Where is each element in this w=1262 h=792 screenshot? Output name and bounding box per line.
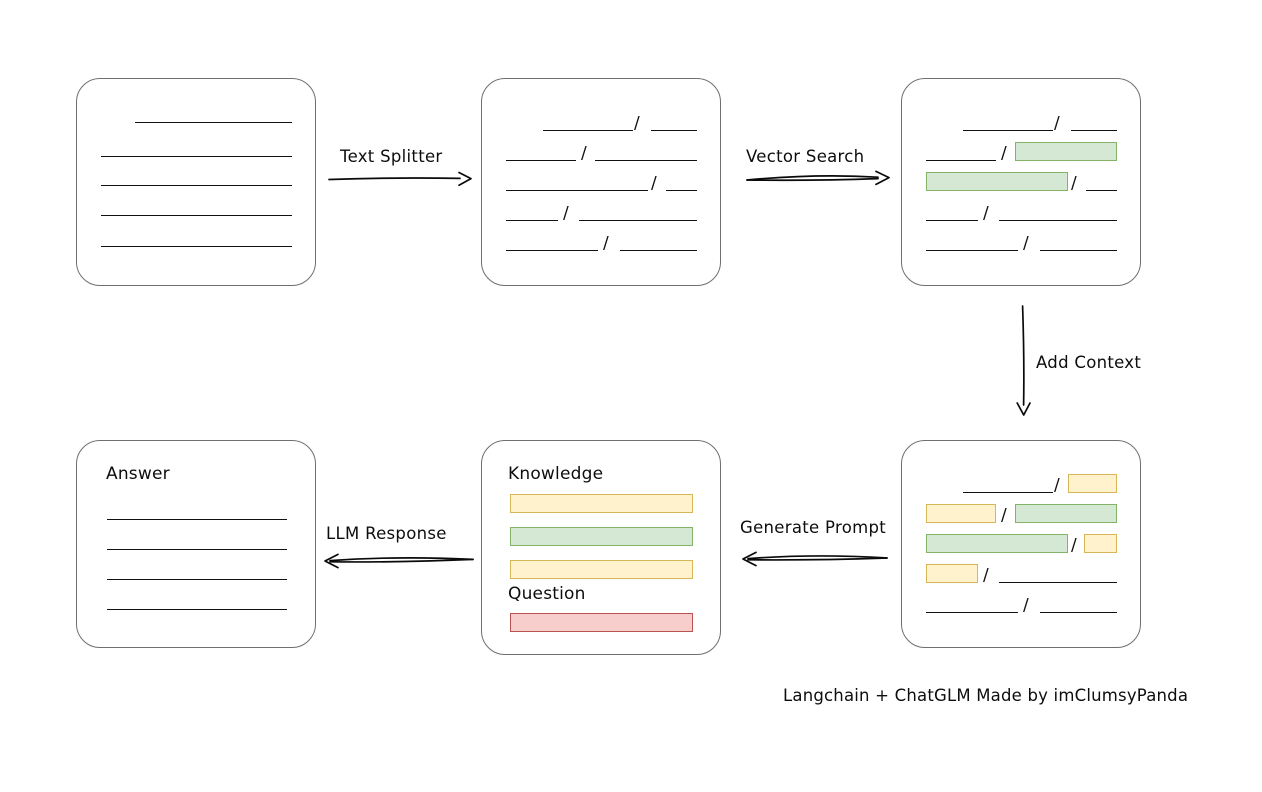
chunk-segment: [506, 250, 598, 251]
chunk-segment: [1071, 130, 1117, 131]
document-line: [101, 215, 292, 216]
chunk-segment: [543, 130, 633, 131]
arrow-label-generate-prompt: Generate Prompt: [740, 518, 886, 537]
answer-line: [107, 519, 287, 520]
card-prompt: Knowledge Question: [481, 440, 721, 655]
chunk-separator: /: [651, 173, 657, 194]
chunk-segment: [506, 190, 648, 191]
chunk-highlight-yellow: [926, 504, 996, 523]
chunk-segment: [999, 220, 1117, 221]
chunk-separator: /: [1071, 173, 1077, 194]
card-retrieved-chunks: / / / / /: [901, 78, 1141, 286]
arrow-label-vector-search: Vector Search: [746, 147, 865, 166]
chunk-highlight-yellow: [1084, 534, 1117, 553]
chunk-segment: [1040, 612, 1117, 613]
arrow-label-add-context: Add Context: [1036, 353, 1142, 372]
card-split-chunks: / / / / /: [481, 78, 721, 286]
chunk-separator: /: [1071, 535, 1077, 556]
answer-line: [107, 609, 287, 610]
chunk-segment: [999, 582, 1117, 583]
knowledge-bar-yellow: [510, 494, 693, 513]
chunk-separator: /: [1023, 595, 1029, 616]
arrow-llm-response: [324, 553, 474, 569]
arrow-add-context: [1016, 305, 1031, 416]
chunk-separator: /: [603, 233, 609, 254]
chunk-separator: /: [581, 143, 587, 164]
chunk-separator: /: [1001, 505, 1007, 526]
document-line: [135, 122, 292, 123]
chunk-segment: [579, 220, 697, 221]
question-bar-red: [510, 613, 693, 632]
chunk-separator: /: [983, 203, 989, 224]
chunk-separator: /: [1054, 113, 1060, 134]
diagram-caption: Langchain + ChatGLM Made by imClumsyPand…: [783, 686, 1189, 705]
chunk-highlight-green: [1015, 504, 1117, 523]
chunk-segment: [595, 160, 697, 161]
knowledge-bar-green: [510, 527, 693, 546]
chunk-separator: /: [1023, 233, 1029, 254]
knowledge-bar-yellow: [510, 560, 693, 579]
answer-line: [107, 549, 287, 550]
chunk-segment: [651, 130, 697, 131]
chunk-separator: /: [983, 565, 989, 586]
chunk-segment: [963, 130, 1053, 131]
arrow-label-text-splitter: Text Splitter: [340, 147, 443, 166]
chunk-separator: /: [1001, 143, 1007, 164]
chunk-segment: [1040, 250, 1117, 251]
card-source-document: [76, 78, 316, 286]
chunk-segment: [926, 220, 978, 221]
prompt-knowledge-label: Knowledge: [508, 464, 604, 484]
chunk-highlight-yellow: [1068, 474, 1117, 493]
chunk-segment: [620, 250, 697, 251]
chunk-highlight-green: [1015, 142, 1117, 161]
chunk-highlight-green: [926, 534, 1068, 553]
chunk-separator: /: [563, 203, 569, 224]
arrow-vector-search: [746, 170, 890, 186]
card-context-chunks: / / / / /: [901, 440, 1141, 648]
answer-line: [107, 579, 287, 580]
document-line: [101, 156, 292, 157]
chunk-highlight-yellow: [926, 564, 978, 583]
chunk-highlight-green: [926, 172, 1068, 191]
chunk-separator: /: [1054, 475, 1060, 496]
arrow-label-llm-response: LLM Response: [326, 524, 447, 543]
document-line: [101, 185, 292, 186]
answer-title: Answer: [106, 464, 170, 484]
chunk-segment: [963, 492, 1053, 493]
chunk-segment: [666, 190, 697, 191]
arrow-generate-prompt: [742, 551, 888, 567]
chunk-segment: [506, 160, 576, 161]
document-line: [101, 246, 292, 247]
chunk-segment: [926, 612, 1018, 613]
chunk-segment: [926, 160, 996, 161]
chunk-segment: [506, 220, 558, 221]
chunk-separator: /: [634, 113, 640, 134]
prompt-question-label: Question: [508, 584, 586, 604]
chunk-segment: [926, 250, 1018, 251]
arrow-text-splitter: [328, 171, 472, 187]
card-answer: Answer: [76, 440, 316, 648]
chunk-segment: [1086, 190, 1117, 191]
